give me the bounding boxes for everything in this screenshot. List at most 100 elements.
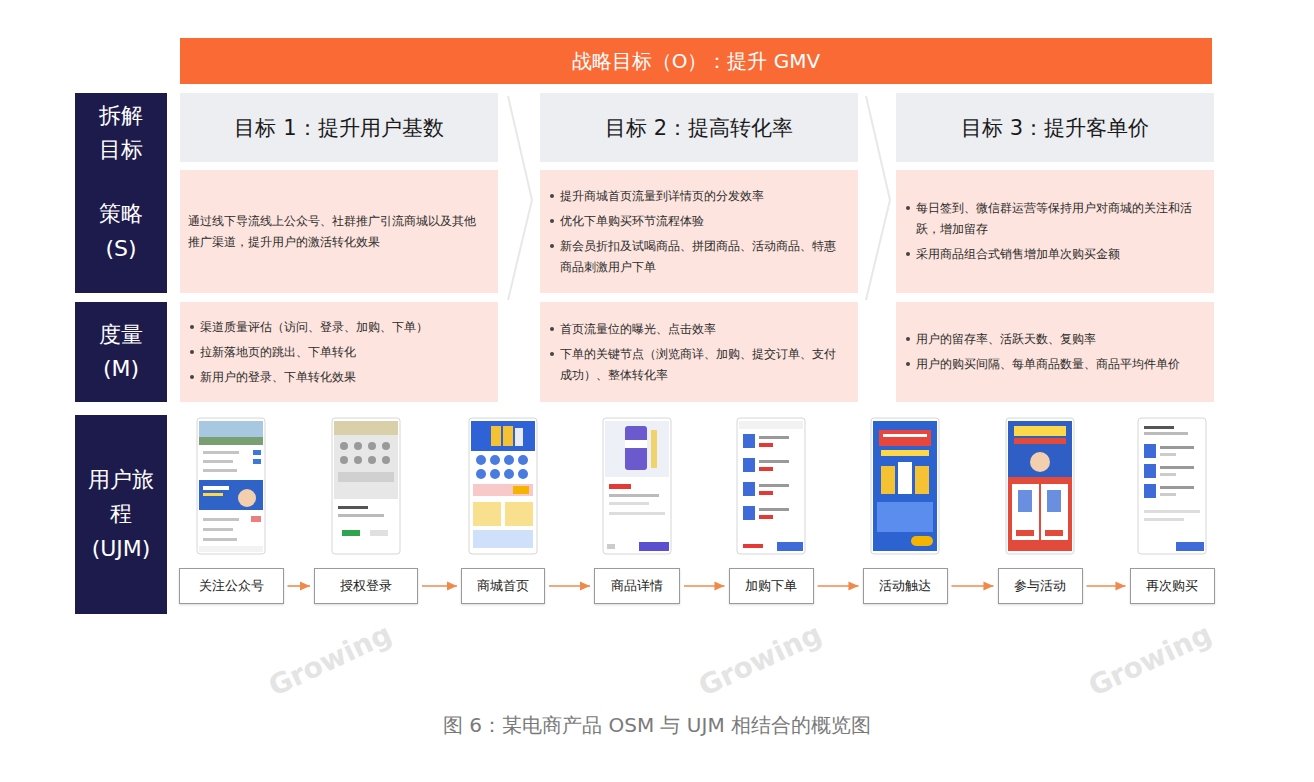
subgoal-header: 目标 2：提高转化率 [540,93,858,162]
screen-part [338,514,384,517]
bullet-dot [906,337,910,341]
screen-part [469,418,537,554]
bullet-item: 下单的关键节点（浏览商详、加购、提交订单、支付成功）、整体转化率 [548,344,844,386]
screen-part [1041,484,1068,540]
row-label: 策略 (S) [87,197,155,265]
app-screenshot [197,418,265,554]
screen-part [759,460,789,463]
subgoal-header: 目标 3：提升客单价 [896,93,1214,162]
screen-part [504,455,514,465]
step-label: 商品详情 [605,577,669,595]
bullet-dot [906,362,910,366]
metric-text: 用户的留存率、活跃天数、复购率 [916,332,1096,346]
screen-part [1160,446,1194,449]
screen-part [1160,486,1194,489]
strategy-text: 通过线下导流线上公众号、社群推广引流商城以及其他推广渠道，提升用户的激活转化效果 [188,211,484,253]
row-label: 度量 (M) [87,318,155,386]
screen-part [1144,444,1156,458]
bullet-item: 采用商品组合式销售增加单次购买金额 [904,244,1200,265]
strategy-box: 每日签到、微信群运营等保持用户对商城的关注和活跃，增加留存采用商品组合式销售增加… [896,170,1214,293]
flow-arrow [288,585,311,587]
subgoal-text: 目标 1：提升用户基数 [192,114,486,142]
screen-part [253,459,261,464]
screen-part [370,530,388,536]
flow-arrow [952,585,994,587]
screen-part [1160,453,1176,456]
journey-step: 商品详情 [594,568,680,604]
bullet-dot [550,194,554,198]
flow-arrow [818,585,859,587]
bullet-dot [550,352,554,356]
row-header: 拆解 目标 [75,93,167,173]
watermark: Growing [693,617,826,702]
screen-part [338,472,394,482]
screen-part [473,502,501,526]
subgoal-text: 目标 3：提升客单价 [908,114,1202,142]
screen-part [743,544,763,548]
step-label: 关注公众号 [190,577,273,595]
screen-part [1138,418,1206,554]
bullet-item: 渠道质量评估（访问、登录、加购、下单） [188,317,484,338]
screen-part [1012,484,1039,540]
step-label: 商城首页 [472,577,534,595]
screen-part [251,516,261,522]
metric-box: 用户的留存率、活跃天数、复购率用户的购买间隔、每单商品数量、商品平均件单价 [896,302,1214,402]
bullet-item: 首页流量位的曝光、点击效率 [548,319,844,340]
screen-part [334,421,398,499]
screen-part [354,456,362,464]
screen-part [651,430,657,468]
app-screenshot [1138,418,1206,554]
metric-box: 渠道质量评估（访问、登录、加购、下单）拉新落地页的跳出、下单转化新用户的登录、下… [180,302,498,402]
screen-part [199,546,263,552]
screen-part [490,469,500,479]
screen-part [382,456,390,464]
screen-part [877,502,933,532]
screen-part [743,506,755,520]
screen-part [625,426,647,470]
screen-part [382,442,390,450]
screen-part [1008,477,1072,551]
screen-part [743,458,755,472]
subgoal-text: 目标 2：提高转化率 [552,114,846,142]
screen-part [1014,438,1066,444]
screen-part [759,436,789,439]
screen-part [1144,432,1188,435]
app-screenshot [737,418,805,554]
screen-part [625,440,647,448]
screen-part [759,467,773,471]
screen-part [1144,484,1156,498]
bullet-dot [550,244,554,248]
screen-part [1045,530,1063,536]
strategy-box: 提升商城首页流量到详情页的分发效率优化下单购买环节流程体验新会员折扣及试喝商品、… [540,170,858,293]
screen-part [1016,530,1034,536]
screen-part [473,484,533,496]
metric-text: 首页流量位的曝光、点击效率 [560,322,716,336]
strategy-box: 通过线下导流线上公众号、社群推广引流商城以及其他推广渠道，提升用户的激活转化效果 [180,170,498,293]
screen-part [915,466,929,494]
screen-part [1014,426,1066,436]
screen-part [603,418,671,554]
bullet-dot [190,325,194,329]
screen-part [197,418,265,554]
screen-part [1144,510,1200,513]
bullet-dot [550,327,554,331]
screen-part [739,421,803,429]
screen-part [203,493,223,496]
bullet-dot [190,350,194,354]
screen-part [1144,426,1174,429]
screen-part [238,489,256,507]
app-screenshot [469,418,537,554]
screen-part [203,451,239,454]
screen-part [1160,466,1194,469]
screen-part [1144,518,1184,521]
screen-part [1030,452,1050,472]
screen-part [871,418,939,554]
journey-step: 关注公众号 [179,568,284,604]
step-label: 授权登录 [325,577,407,595]
screen-part [342,530,360,536]
screen-part [873,421,937,551]
screen-part [505,502,533,526]
metric-text: 拉新落地页的跳出、下单转化 [200,345,356,359]
bullet-item: 拉新落地页的跳出、下单转化 [188,342,484,363]
